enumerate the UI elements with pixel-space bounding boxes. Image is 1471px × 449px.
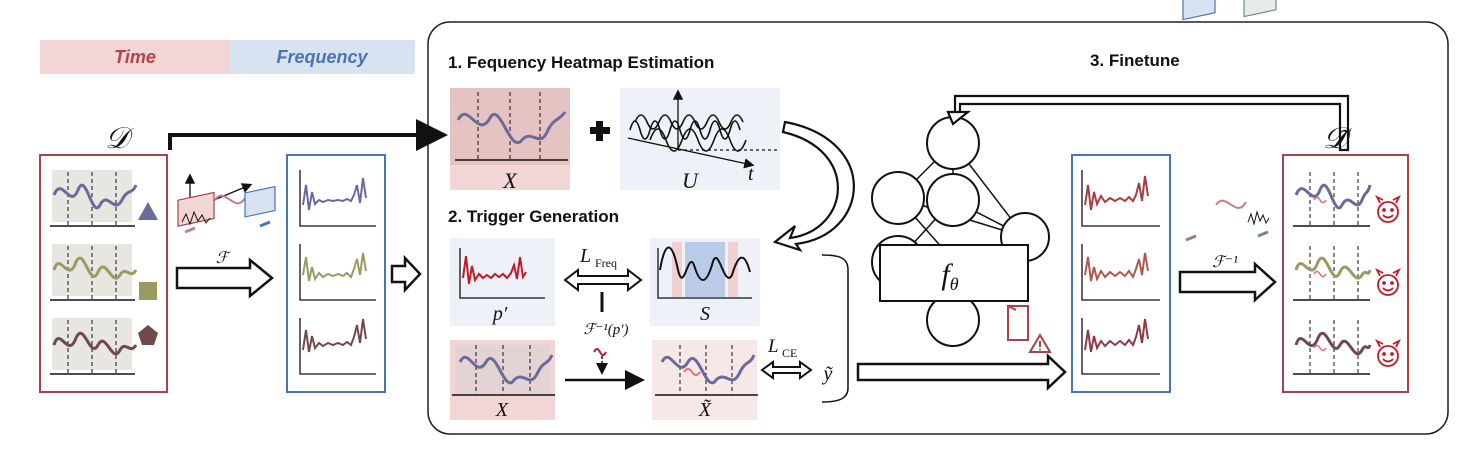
frequency-spectra [299,170,376,375]
x-tilde-box [652,340,757,420]
poisoned-samples [1293,172,1372,375]
model-box [879,244,1029,302]
inverse-fourier-symbol: ℱ⁻¹ [1212,254,1238,271]
l-ce-arrow [760,360,813,380]
inverse-fourier-arrow [1178,261,1277,303]
triangle-icon [138,202,158,220]
step1-title: 1. Fequency Heatmap Estimation [448,53,714,72]
s-symbol: S [700,303,710,325]
l-ce-label: L CE [767,336,797,360]
p-prime-box [450,238,555,326]
curved-arrow [772,120,855,253]
inverse-fourier-p-symbol: ℱ⁻¹(p′) [584,322,629,338]
devil-icon [1374,338,1402,367]
fourier-arrow [175,257,274,299]
frequency-legend-swatch [230,40,415,74]
l-freq-arrow [563,267,643,293]
devil-icons [1374,194,1402,367]
dataset-box [39,154,168,393]
inverse-fourier-illustration [1182,0,1277,242]
y-tilde-symbol: ỹ [822,363,834,385]
poisoned-frequency-box [1071,154,1171,393]
frequency-box [286,154,386,393]
legend: Time Frequency [40,40,415,74]
svg-text:Freq: Freq [595,256,617,270]
time-legend-swatch [40,40,230,74]
devil-icon [1374,194,1402,223]
svg-text:L: L [767,336,779,357]
to-method-arrow [390,254,422,294]
l-freq-label: L Freq [579,245,617,270]
poisoned-dataset-box [1282,154,1409,393]
plus-icon [590,121,610,141]
fourier-illustration [177,173,276,234]
method-panel [427,21,1449,435]
poisoned-spectra [1081,170,1160,375]
dataset-symbol: 𝒟 [105,122,134,155]
step3-title: 3. Finetune [1090,51,1180,70]
time-label: Time [114,47,156,67]
backdoor-icon [1007,305,1029,341]
dataset-samples [50,170,158,375]
series-a [52,183,138,210]
square-icon [139,282,157,300]
fourier-symbol: ℱ [216,250,232,267]
dataset-to-x-arrow [168,119,448,151]
x-symbol: X [502,168,518,193]
pentagon-icon [138,325,158,345]
warning-icon [1028,333,1052,353]
to-poisoned-arrow [856,353,1067,391]
p-prime-symbol: p′ [491,303,508,325]
x-input-symbol: X [495,399,509,421]
series-b [52,256,138,280]
u-symbol: U [682,168,700,193]
devil-icon [1374,267,1402,296]
series-c [52,331,138,356]
svg-text:CE: CE [782,346,797,360]
bracket [821,254,849,403]
trigger-icon [593,348,607,356]
step2-title: 2. Trigger Generation [448,207,619,226]
x-tilde-symbol: X̃ [698,398,712,421]
svg-text:L: L [579,245,591,267]
frequency-label: Frequency [276,47,368,67]
finetune-arrow [946,94,1350,152]
t-symbol: t [748,163,754,185]
